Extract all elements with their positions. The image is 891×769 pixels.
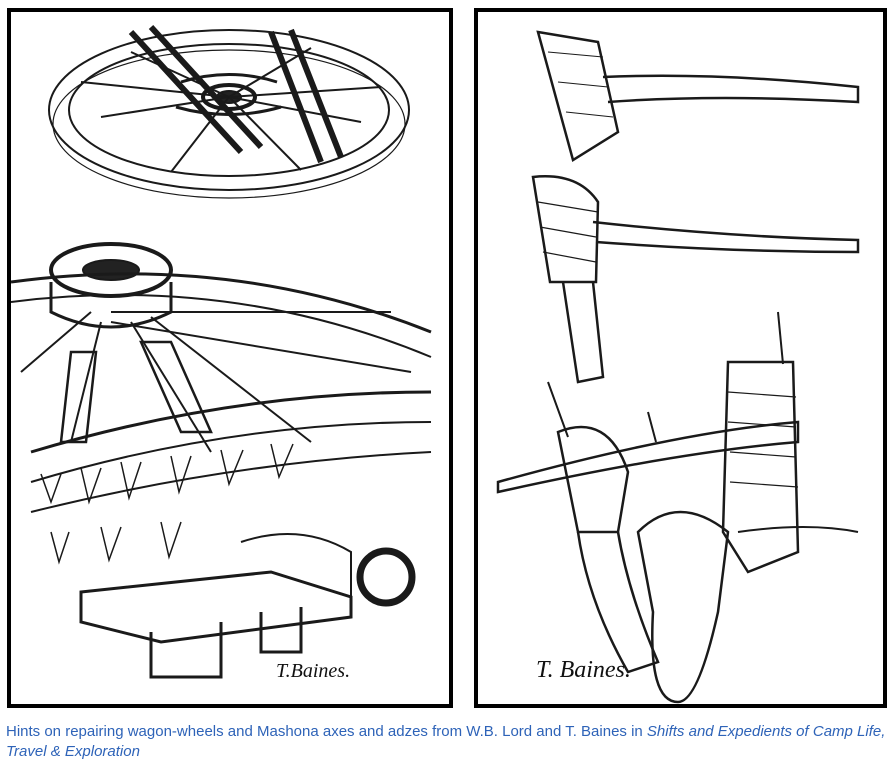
adze-blade (636, 510, 730, 704)
caption-text: Hints on repairing wagon-wheels and Mash… (6, 723, 647, 740)
caption-book-title: Shifts and Expedients of Camp Life, Trav… (6, 723, 886, 760)
lower-wheel-hub (49, 242, 173, 298)
mallet-handle (602, 74, 860, 104)
upper-wheel-rim (48, 29, 410, 191)
anvil-ring (356, 547, 416, 607)
figure-caption: Hints on repairing wagon-wheels and Mash… (6, 722, 886, 762)
axe-blade (561, 281, 605, 384)
adze-head (721, 360, 800, 574)
right-illustration-panel: T. Baines. (474, 8, 887, 708)
mashona-axes-engraving: T. Baines. (496, 30, 860, 704)
left-illustration-panel: T.Baines. (7, 8, 453, 708)
left-signature: T.Baines. (276, 660, 350, 682)
right-signature: T. Baines. (536, 657, 631, 683)
wagon-wheel-engraving: T.Baines. (11, 24, 432, 682)
mallet-head (536, 30, 620, 162)
